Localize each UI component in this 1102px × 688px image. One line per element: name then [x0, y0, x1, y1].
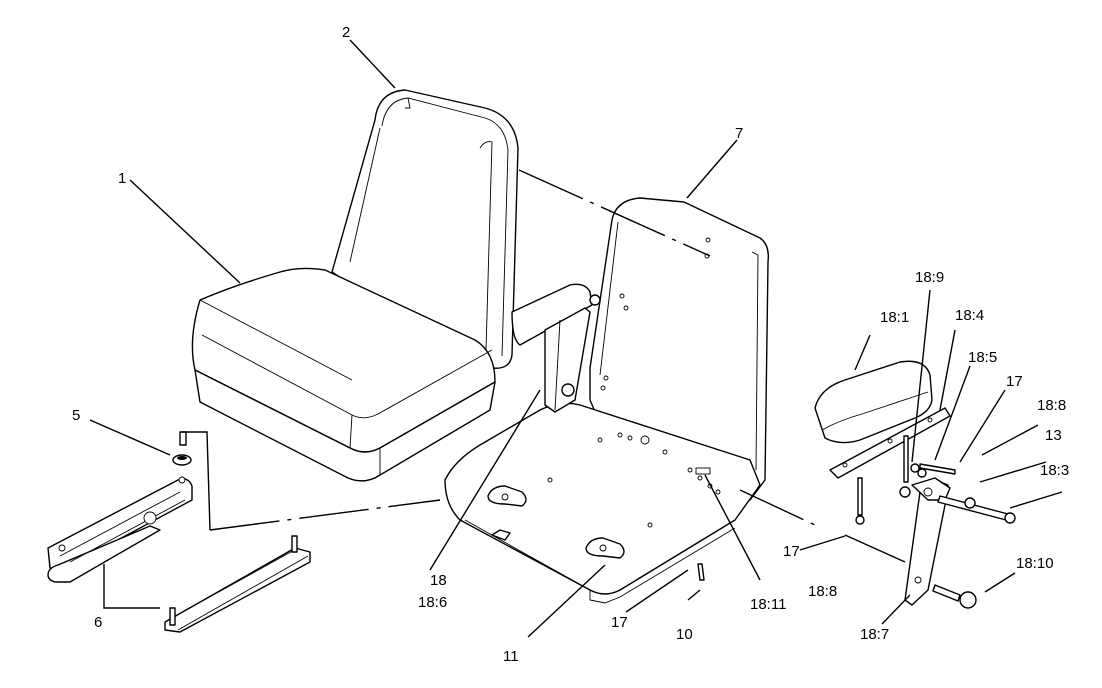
seat-cushion: [191, 267, 496, 482]
callout-18-1: 18:1: [880, 309, 909, 326]
callout-18-8-right: 18:8: [1037, 397, 1066, 414]
slide-rails: [47, 454, 311, 633]
right-armrest: [814, 360, 951, 479]
seat-frame: [444, 197, 770, 604]
callout-1: 1: [118, 170, 126, 187]
callout-18: 18: [430, 572, 447, 589]
callout-6: 6: [94, 614, 102, 631]
callout-18-4: 18:4: [955, 307, 984, 324]
callout-18-9: 18:9: [915, 269, 944, 286]
callout-7: 7: [735, 125, 743, 142]
callout-2: 2: [342, 24, 350, 41]
callout-11: 11: [503, 648, 519, 665]
callout-10: 10: [676, 626, 693, 643]
callout-5: 5: [72, 407, 80, 424]
fasteners: [179, 431, 1016, 609]
callout-13: 13: [1045, 427, 1062, 444]
callout-17-middle: 17: [783, 543, 800, 560]
callout-18-6: 18:6: [418, 594, 447, 611]
callout-labels: 1 2 7 5 6 18 18:6 11 17 10 18:11 18:1 18…: [72, 24, 1069, 665]
callout-18-11: 18:11: [750, 596, 786, 613]
callout-17-right: 17: [1006, 373, 1023, 390]
connection-lines: [182, 169, 906, 563]
left-armrest: [511, 283, 601, 413]
callout-18-7: 18:7: [860, 626, 889, 643]
callout-18-8-bottom: 18:8: [808, 583, 837, 600]
callout-17-bottom: 17: [611, 614, 628, 631]
right-bracket: [904, 477, 951, 606]
callout-18-5: 18:5: [968, 349, 997, 366]
callout-18-10: 18:10: [1016, 555, 1054, 572]
leader-lines: [89, 39, 1063, 638]
callout-18-3: 18:3: [1040, 462, 1069, 479]
